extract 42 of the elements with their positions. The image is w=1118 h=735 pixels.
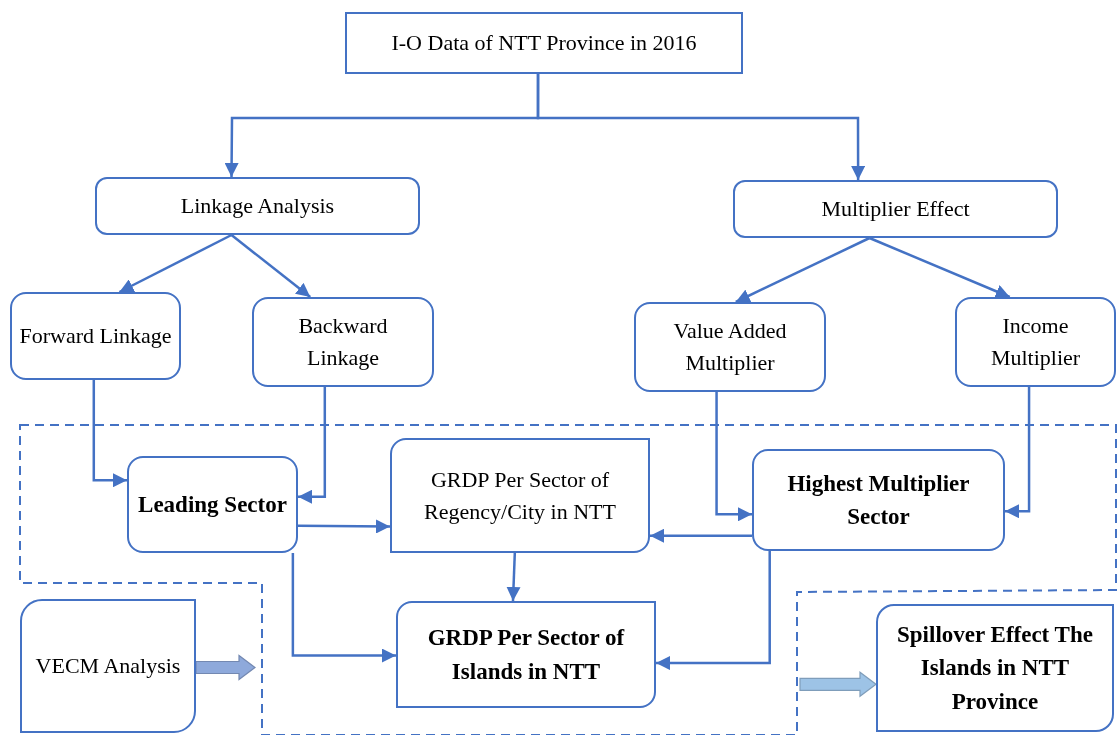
process-box — [733, 180, 1058, 238]
arrow — [291, 553, 396, 663]
process-box — [634, 302, 826, 392]
box-label: Linkage Analysis — [179, 192, 336, 221]
arrow — [118, 233, 233, 294]
process-box — [20, 599, 196, 733]
box-label: Leading Sector — [137, 490, 288, 519]
process-box — [127, 456, 298, 553]
box-label: Income Multiplier — [989, 312, 1082, 372]
arrow — [1005, 387, 1031, 519]
process-box — [396, 601, 656, 708]
box-label: Spillover Effect The Islands in NTT Province — [896, 621, 1094, 716]
box-label: Value Added Multiplier — [672, 317, 788, 377]
process-box — [752, 449, 1005, 551]
arrow — [536, 74, 866, 180]
arrow — [869, 236, 1011, 299]
box-label: GRDP Per Sector of Regency/City in NTT — [423, 465, 617, 526]
box-label: I-O Data of NTT Province in 2016 — [390, 29, 698, 58]
process-box — [10, 292, 181, 380]
box-label: Backward Linkage — [297, 312, 389, 372]
process-box — [955, 297, 1116, 387]
process-box — [876, 604, 1114, 732]
block-arrow — [799, 671, 877, 698]
arrow — [298, 387, 327, 504]
arrow — [230, 234, 311, 298]
arrow — [298, 519, 390, 534]
arrow — [656, 551, 771, 671]
box-label: Multiplier Effect — [820, 195, 971, 224]
arrow — [650, 528, 752, 543]
process-box — [345, 12, 743, 74]
arrow — [735, 236, 871, 304]
process-box — [95, 177, 420, 235]
arrow — [715, 392, 752, 522]
block-arrow — [195, 654, 256, 681]
process-box — [252, 297, 434, 387]
arrow — [92, 380, 127, 488]
box-label: GRDP Per Sector of Islands in NTT — [426, 624, 626, 686]
box-label: Highest Multiplier Sector — [786, 469, 971, 531]
box-label: VECM Analysis — [34, 652, 182, 681]
process-box — [390, 438, 650, 553]
arrow — [506, 552, 521, 602]
box-label: Forward Linkage — [18, 322, 173, 351]
